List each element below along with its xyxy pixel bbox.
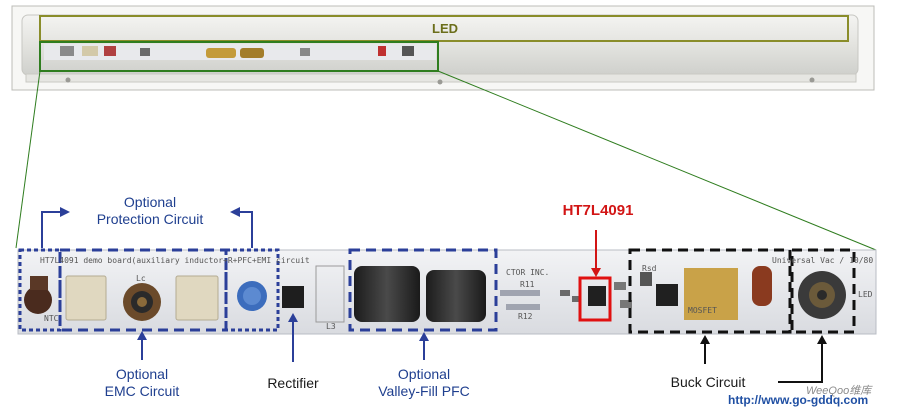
x-capacitor-2 xyxy=(175,275,219,321)
silkscreen-mosfet: MOSFET xyxy=(688,306,717,315)
silkscreen-right: Universal Vac / 10/80 xyxy=(772,256,874,265)
protection-box-right xyxy=(224,248,280,332)
silkscreen-r12: R12 xyxy=(518,312,533,321)
watermark: WeeQoo维库 xyxy=(806,385,872,397)
silkscreen-lc: Lc xyxy=(136,274,146,283)
chip-highlight-box xyxy=(578,276,612,322)
buck-box xyxy=(628,248,792,334)
led-highlight-box xyxy=(39,15,849,42)
rectifier-label: Rectifier xyxy=(267,375,319,391)
annotation-arrows xyxy=(41,207,827,383)
silkscreen-r11: R11 xyxy=(520,280,535,289)
buck-inductor-box xyxy=(790,248,856,334)
chip-label: HT7L4091 xyxy=(562,202,634,219)
ht7l4091-chip xyxy=(588,286,606,306)
electrolytic-cap-1 xyxy=(354,266,420,322)
ntc-thermistor xyxy=(24,286,52,314)
buck-label: Buck Circuit xyxy=(670,374,746,390)
silkscreen-ntc: NTC xyxy=(44,314,59,323)
source-url: http://www.go-gddq.com xyxy=(728,393,869,407)
led-tube xyxy=(11,5,875,91)
silkscreen-led-pin: LED xyxy=(858,290,873,299)
protection-arrow-left xyxy=(41,211,60,248)
mosfet xyxy=(656,284,678,306)
protection-arrow-right xyxy=(240,211,253,248)
protection-label-line2: Protection Circuit xyxy=(96,211,204,227)
protection-label-line1: Optional xyxy=(123,194,177,210)
silkscreen-l3: L3 xyxy=(326,322,336,331)
buck-capacitor xyxy=(752,266,772,306)
x-capacitor-1 xyxy=(65,275,107,321)
buck-arrow-right xyxy=(778,344,823,383)
silkscreen-left: HT7L4091 demo board(auxiliary inductor+R… xyxy=(40,256,310,265)
region-boxes xyxy=(18,248,856,334)
pfc-label-line2: Valley-Fill PFC xyxy=(378,383,470,399)
pcb-board xyxy=(17,249,877,335)
emc-label-line1: Optional xyxy=(115,366,169,382)
silkscreen-rsd: Rsd xyxy=(642,264,657,273)
led-label: LED xyxy=(432,21,458,36)
emc-box xyxy=(58,248,228,332)
emc-label-line2: EMC Circuit xyxy=(104,383,180,399)
zoom-line-right xyxy=(437,70,877,251)
silkscreen-vendor: CTOR INC. xyxy=(506,268,550,277)
zoom-region-box xyxy=(39,41,439,72)
pfc-label-line1: Optional xyxy=(397,366,451,382)
electrolytic-cap-2 xyxy=(426,270,486,322)
bridge-rectifier xyxy=(282,286,304,308)
pfc-box xyxy=(348,248,498,332)
heatsink-pad xyxy=(684,268,738,320)
zoom-line-left xyxy=(15,70,41,249)
